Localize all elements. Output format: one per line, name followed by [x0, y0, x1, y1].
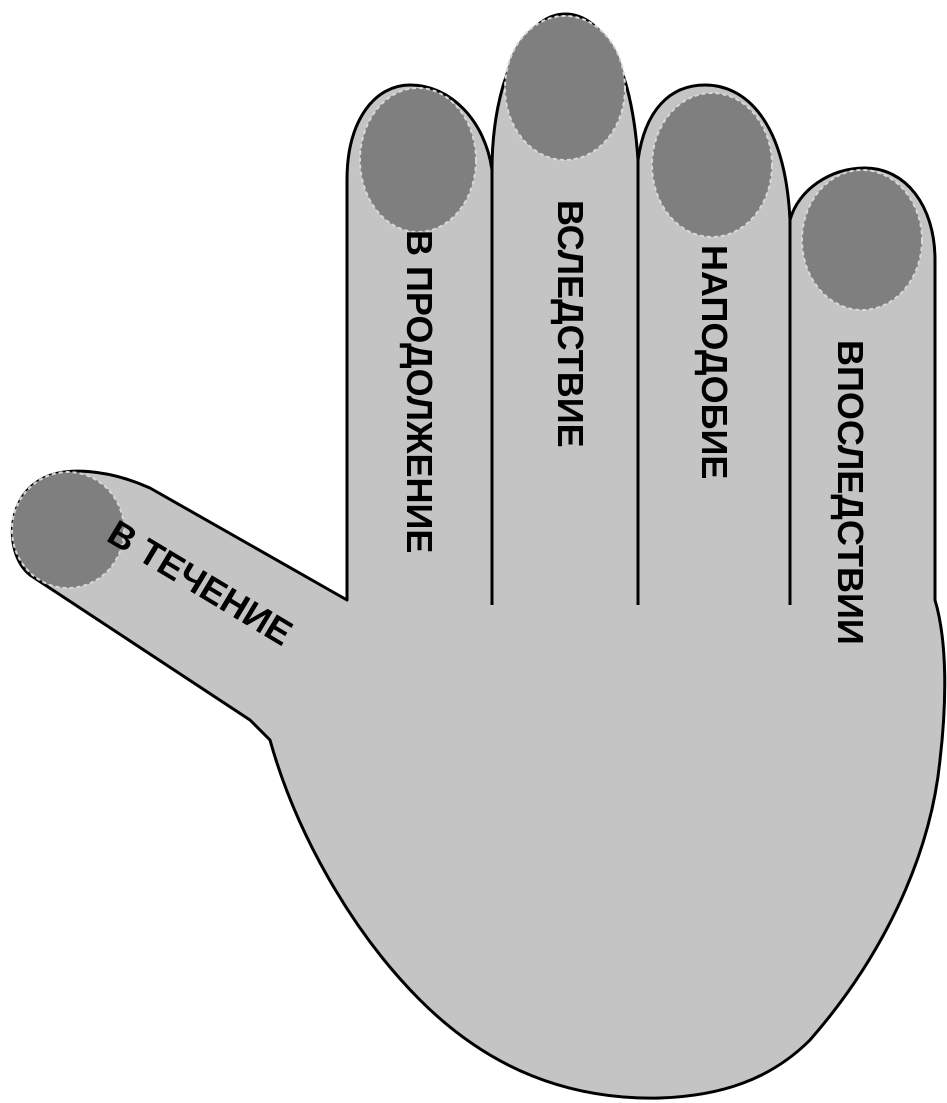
little-finger-label: ВПОСЛЕДСТВИИ: [830, 340, 871, 645]
index-finger-label: В ПРОДОЛЖЕНИЕ: [399, 230, 440, 553]
ring-finger-nail: [652, 93, 772, 237]
middle-finger-label: ВСЛЕДСТВИЕ: [550, 200, 591, 448]
ring-finger-label: НАПОДОБИЕ: [694, 245, 735, 479]
little-finger-nail: [802, 170, 922, 310]
thumb-nail: [12, 472, 124, 588]
middle-finger-nail: [505, 16, 625, 160]
index-finger-nail: [360, 88, 476, 232]
